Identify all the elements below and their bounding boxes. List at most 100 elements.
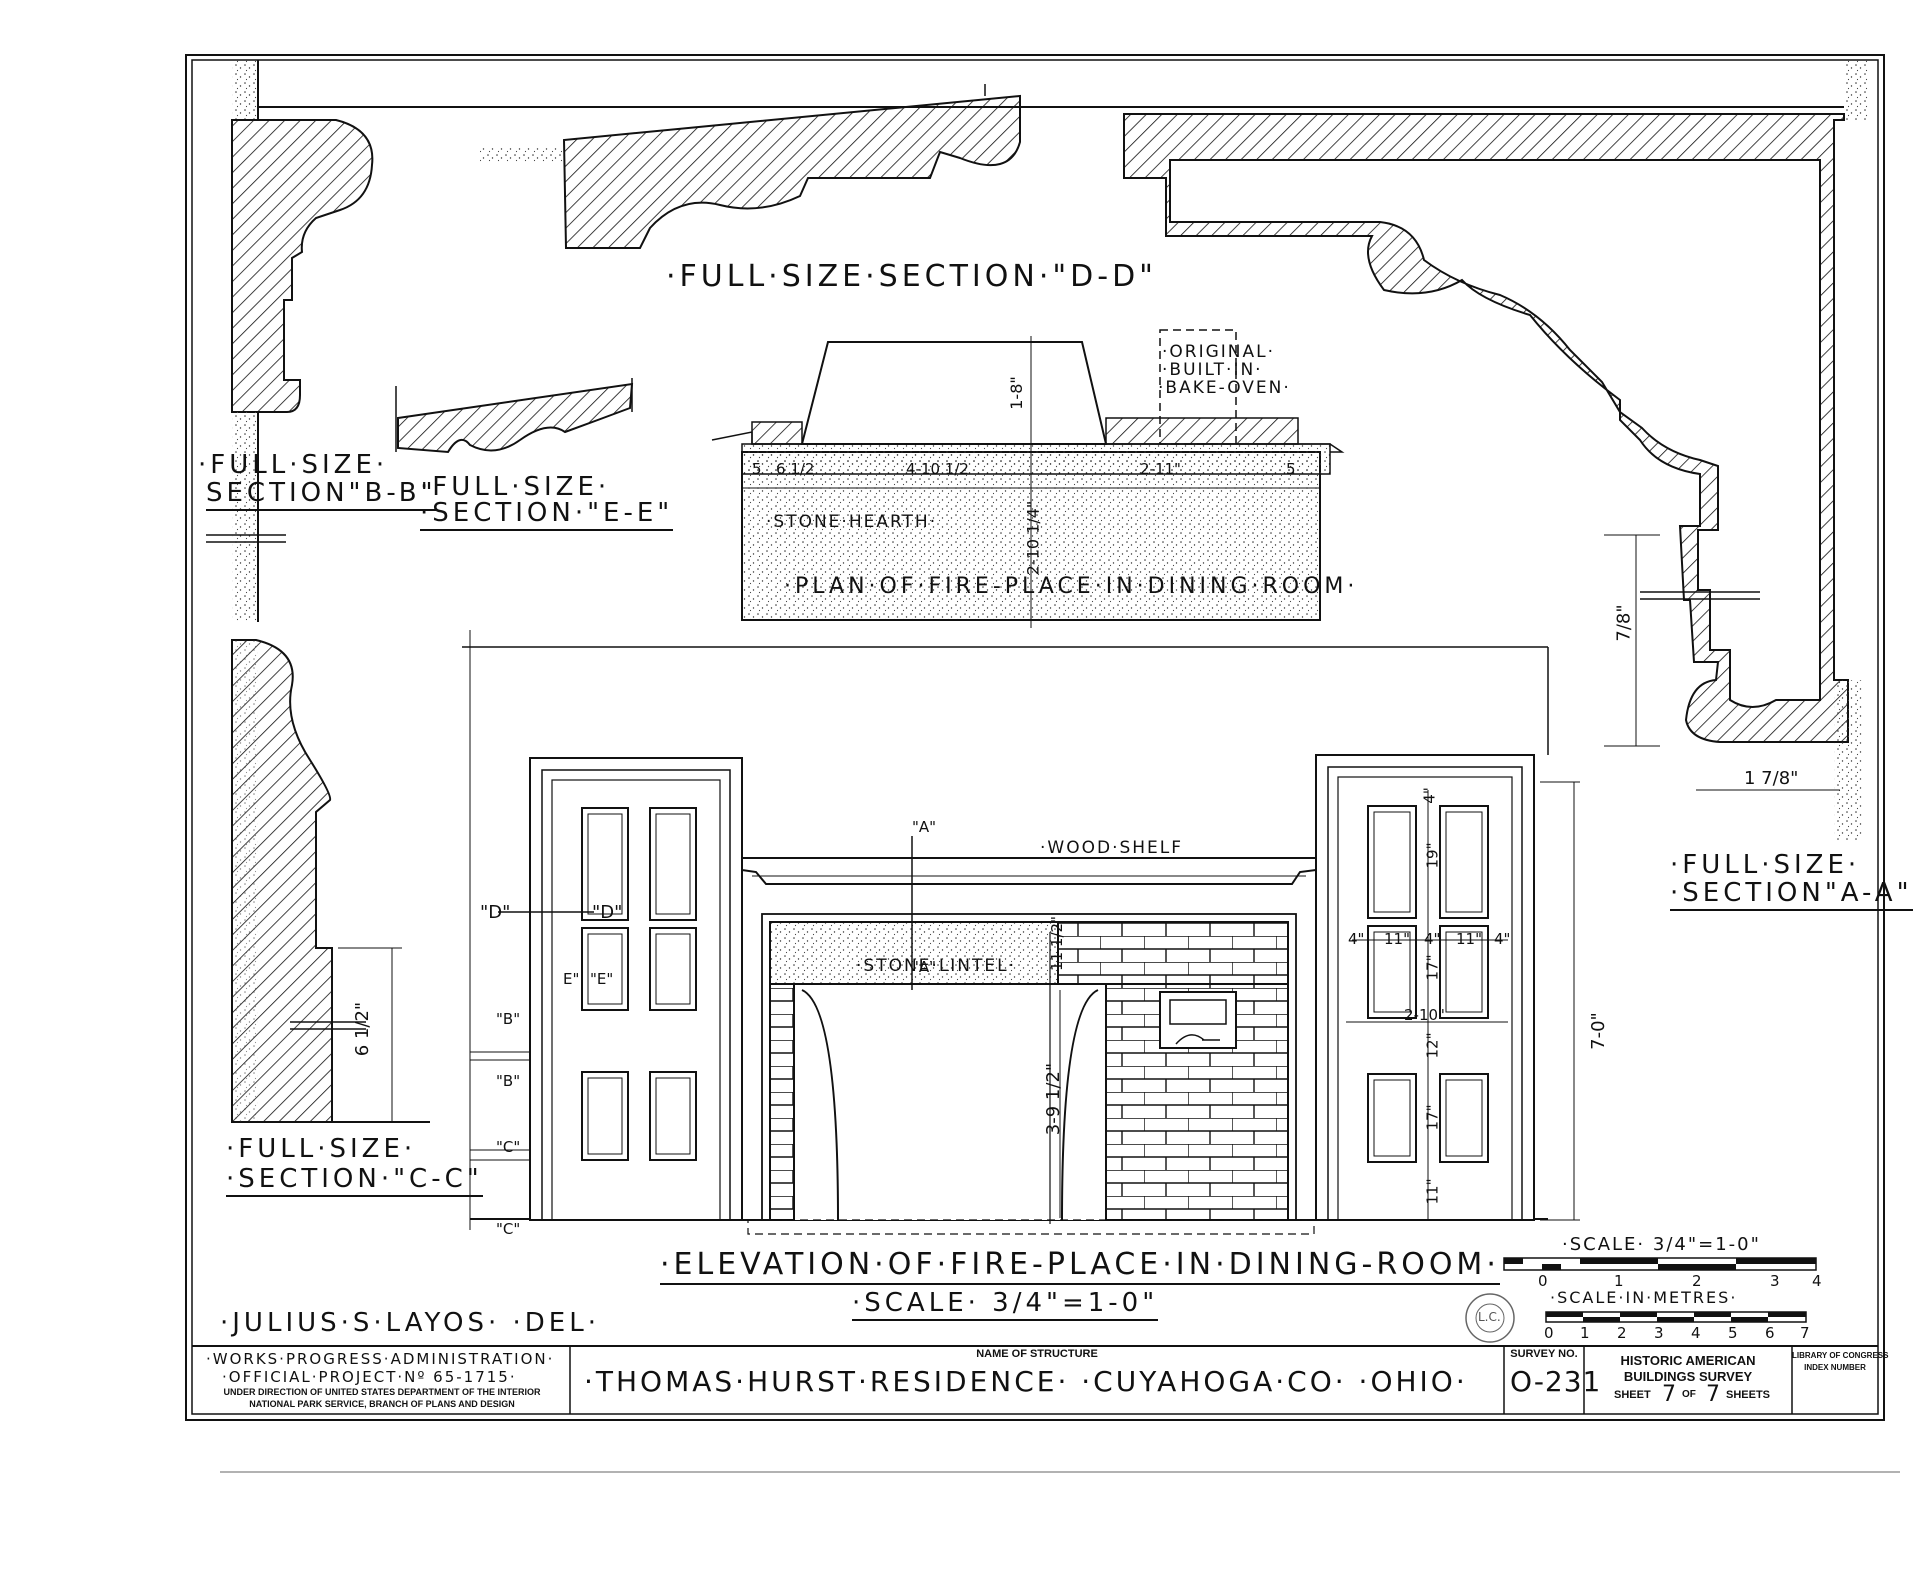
brick-right-upper [1057, 921, 1289, 985]
marker-e-left: E" [563, 970, 580, 988]
structure-name-label: NAME OF STRUCTURE [976, 1348, 1098, 1360]
oven-label-2: ·BUILT·IN· [1162, 360, 1263, 380]
opening-height-dim: 3-9 1/2" [1043, 1062, 1065, 1136]
marker-c-bottom: "C" [496, 1220, 521, 1238]
feet-tick-2: 2 [1692, 1272, 1702, 1290]
sheet-number: 7 [1662, 1382, 1676, 1407]
feet-scale-label: ·SCALE· 3/4"=1-0" [1562, 1234, 1761, 1255]
marker-b-top: "B" [496, 1010, 521, 1028]
section-aa-title-1: ·FULL·SIZE· [1670, 850, 1861, 880]
plan-dim-4: 2-11" [1140, 460, 1181, 478]
feet-tick-0: 0 [1538, 1272, 1548, 1290]
right-door-panel [1439, 805, 1489, 919]
door-dim-w3: 4" [1424, 930, 1441, 948]
wpa-line-3: UNDER DIRECTION OF UNITED STATES DEPARTM… [223, 1387, 541, 1397]
metres-tick-4: 4 [1691, 1324, 1701, 1342]
door-dim-w1: 4" [1348, 930, 1365, 948]
oven-label-1: ·ORIGINAL· [1162, 342, 1276, 362]
habs-line-2: BUILDINGS SURVEY [1623, 1369, 1753, 1384]
section-dd-wall [480, 148, 564, 162]
section-aa-title-2: ·SECTION"A-A" [1670, 880, 1913, 911]
lintel-dim: 11 1/2" [1047, 916, 1066, 971]
section-aa-profile [1123, 113, 1849, 743]
stone-hearth-label: ·STONE·HEARTH· [766, 512, 938, 532]
elevation-scale: ·SCALE· 3/4"=1-0" [852, 1290, 1159, 1321]
plan-right-wall [1105, 417, 1299, 445]
right-door-panel [1439, 1073, 1489, 1163]
plan-title: ·PLAN·OF·FIRE-PLACE·IN·DINING·ROOM· [784, 574, 1359, 599]
plan-chimney [800, 341, 1108, 445]
marker-c-top: "C" [496, 1138, 521, 1156]
door-dim-p6: 11" [1423, 1178, 1442, 1205]
elevation-title: ·ELEVATION·OF·FIRE-PLACE·IN·DINING-ROOM· [660, 1250, 1500, 1285]
section-bb-profile [231, 119, 374, 413]
hearth-dashed [747, 1219, 1315, 1235]
door-dim-p2: 19" [1423, 842, 1442, 869]
section-bb-title-2: SECTION"B-B" [206, 480, 437, 511]
feet-scale-bar [1503, 1257, 1817, 1271]
plan-dim-1: 5 [752, 460, 762, 478]
delineator-credit: ·JULIUS·S·LAYOS· ·DEL· [220, 1308, 600, 1338]
stone-lintel [769, 921, 1059, 985]
door-dim-w4: 11" [1456, 930, 1482, 948]
left-door-panel [649, 927, 697, 1011]
door-width-dim: 2-10" [1404, 1006, 1445, 1024]
feet-tick-4: 4 [1812, 1272, 1822, 1290]
marker-d-right: "D" [592, 902, 623, 923]
door-dim-p5: 17" [1423, 1104, 1442, 1131]
feet-tick-3: 3 [1770, 1272, 1780, 1290]
marker-a-bottom: "A" [912, 958, 937, 976]
loc-line-2: INDEX NUMBER [1804, 1363, 1866, 1372]
right-door-panel [1367, 925, 1417, 1019]
plan-front-band [741, 443, 1331, 475]
door-height-dim: 7-0" [1587, 1012, 1609, 1050]
door-dim-p1: 4" [1420, 787, 1439, 804]
section-dd-title: ·FULL·SIZE·SECTION·"D-D" [666, 259, 1157, 294]
survey-no-label: SURVEY NO. [1510, 1348, 1578, 1360]
plan-dim-depth: 2-10 1/4" [1023, 500, 1043, 576]
oven-door [1159, 991, 1237, 1049]
wood-shelf [741, 857, 1317, 885]
left-door-panel [649, 807, 697, 921]
plan-dim-height: 1-8" [1006, 376, 1026, 410]
wpa-line-4: NATIONAL PARK SERVICE, BRANCH OF PLANS A… [249, 1399, 515, 1409]
sheet-total: 7 [1706, 1382, 1720, 1407]
right-door-panel [1367, 1073, 1417, 1163]
section-cc-title-2: ·SECTION·"C-C" [226, 1166, 483, 1197]
section-dd-profile [562, 94, 1021, 249]
survey-no: O-231 [1510, 1365, 1602, 1398]
section-cc-dim: 6 1/2" [352, 1001, 374, 1057]
wpa-line-1: ·WORKS·PROGRESS·ADMINISTRATION· [206, 1350, 555, 1368]
outer-border [185, 54, 1885, 1421]
plan-dim-3: 4-10 1/2 [906, 460, 969, 478]
sheet-label: SHEET [1614, 1389, 1651, 1401]
structure-name: ·THOMAS·HURST·RESIDENCE· ·CUYAHOGA·CO· ·… [584, 1365, 1468, 1398]
left-door-panel [581, 807, 629, 921]
stone-lintel-label: ·STONE·LINTEL· [856, 956, 1017, 976]
section-cc-wall [232, 640, 258, 1122]
door-dim-p4: 12" [1423, 1032, 1442, 1059]
marker-e-right: "E" [590, 970, 614, 988]
oven-label-3: ·BAKE-OVEN· [1158, 378, 1291, 398]
sheets-label: SHEETS [1726, 1389, 1771, 1401]
metres-scale-bar [1545, 1311, 1807, 1323]
right-door-panel [1367, 805, 1417, 919]
metres-tick-1: 1 [1580, 1324, 1590, 1342]
plan-dim-2: 6 1/2 [776, 460, 815, 478]
wpa-line-2: ·OFFICIAL·PROJECT·Nº 65-1715· [222, 1368, 517, 1386]
metres-tick-0: 0 [1544, 1324, 1554, 1342]
metres-tick-5: 5 [1728, 1324, 1738, 1342]
inner-border [191, 59, 1879, 1415]
metres-tick-6: 6 [1765, 1324, 1775, 1342]
marker-a-top: "A" [912, 818, 937, 836]
plan-dim-5: 5 [1286, 460, 1296, 478]
lc-stamp [1465, 1293, 1515, 1343]
section-ee-title-1: ·FULL·SIZE· [420, 472, 611, 502]
section-ee-profile [397, 382, 634, 454]
wall-strip-right [1844, 60, 1868, 120]
door-dim-w5: 4" [1494, 930, 1511, 948]
fireplace-opening-arch [793, 983, 1107, 1220]
metres-tick-7: 7 [1800, 1324, 1810, 1342]
